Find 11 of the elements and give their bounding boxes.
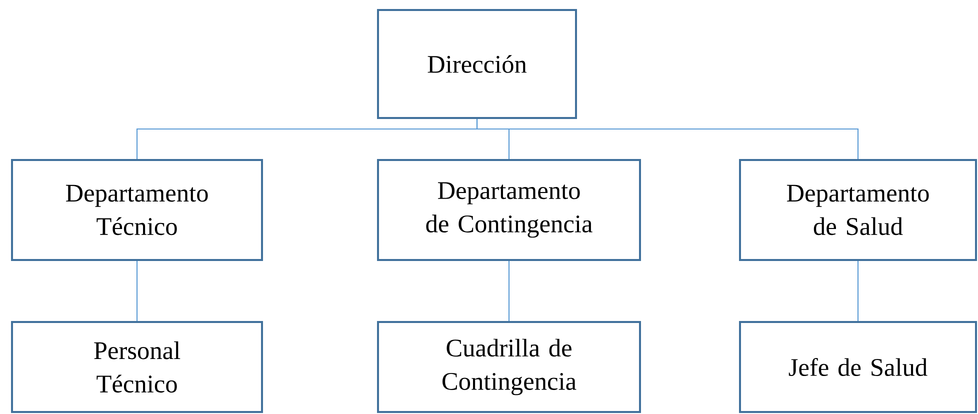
org-box: Cuadrilla de Contingencia (377, 321, 641, 413)
org-box: Jefe de Salud (739, 321, 977, 413)
org-box: Departamento Técnico (11, 159, 264, 261)
org-box: Dirección (377, 9, 577, 119)
org-box: Departamento de Salud (739, 159, 977, 261)
connector-line (857, 261, 859, 321)
org-box: Departamento de Contingencia (377, 159, 641, 261)
connector-line (136, 261, 138, 321)
connector-line (508, 261, 510, 321)
org-box: Personal Técnico (11, 321, 264, 413)
connector-line (476, 119, 859, 159)
